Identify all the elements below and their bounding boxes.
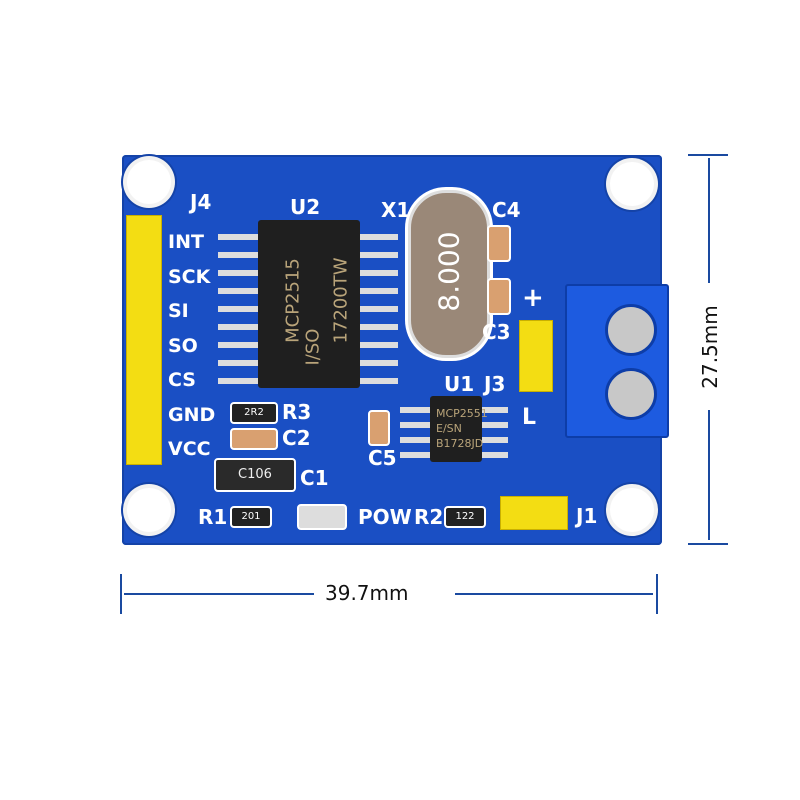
r1-resistor: 201 [230, 506, 272, 528]
u1-marking: MCP2551 [436, 407, 488, 420]
screw-icon[interactable] [605, 368, 657, 420]
pow-led [297, 504, 347, 530]
pow-label: POW [358, 505, 412, 529]
c5-capacitor [368, 410, 390, 446]
x1-label: X1 [381, 198, 411, 222]
x1-crystal: 8.000 [408, 190, 490, 358]
u2-chip: MCP2515 I/SO 17200TW [258, 220, 360, 388]
c1-label: C1 [300, 466, 329, 490]
r3-label: R3 [282, 400, 312, 424]
r2-resistor: 122 [444, 506, 486, 528]
screw-icon[interactable] [605, 304, 657, 356]
mounting-hole [127, 160, 171, 204]
c2-label: C2 [282, 426, 311, 450]
pin-label-gnd: GND [168, 403, 216, 426]
c5-label: C5 [368, 446, 397, 470]
l-label: L [522, 405, 537, 430]
mounting-hole [610, 488, 654, 532]
r3-resistor: 2R2 [230, 402, 278, 424]
pin-label-cs: CS [168, 369, 196, 391]
j1-jumper-header[interactable] [500, 496, 568, 530]
x1-marking: 8.000 [432, 231, 466, 312]
u1-marking: B1728JD [436, 437, 484, 450]
c2-capacitor [230, 428, 278, 450]
r2-label: R2 [414, 505, 444, 529]
width-dimension-line [455, 593, 653, 595]
j4-pin-header [126, 215, 162, 465]
j1-label: J1 [576, 504, 598, 528]
u2-marking: MCP2515 [282, 258, 304, 343]
pin-label-int: INT [168, 231, 204, 253]
j3-jumper-header[interactable] [519, 320, 553, 392]
u2-label: U2 [290, 195, 321, 219]
dimension-tick [120, 574, 122, 614]
j4-label: J4 [190, 190, 212, 214]
c3-capacitor [487, 278, 511, 315]
u1-marking: E/SN [436, 422, 462, 435]
height-dimension-line [708, 410, 710, 540]
u2-marking: 17200TW [330, 257, 352, 344]
c4-label: C4 [492, 198, 521, 222]
width-dimension-line [124, 593, 314, 595]
r1-label: R1 [198, 505, 228, 529]
pin-label-sck: SCK [168, 265, 211, 288]
pin-label-so: SO [168, 334, 198, 357]
c4-capacitor [487, 225, 511, 262]
u1-chip: MCP2551 E/SN B1728JD [430, 396, 488, 462]
screw-terminal-block [565, 284, 669, 438]
mounting-hole [610, 162, 654, 206]
u1-label: U1 [444, 372, 475, 396]
j3-label: J3 [484, 372, 506, 396]
height-dimension-label: 27.5mm [698, 305, 722, 389]
width-dimension-label: 39.7mm [325, 581, 409, 605]
height-dimension-line [708, 158, 710, 283]
j4-pin-labels: INT SCK SI SO CS GND VCC [168, 225, 215, 467]
pin-label-vcc: VCC [168, 438, 211, 460]
u2-marking: I/SO [302, 328, 324, 366]
dimension-tick [688, 154, 728, 156]
mounting-hole [127, 488, 171, 532]
dimension-tick [656, 574, 658, 614]
c1-capacitor: C106 [214, 458, 296, 492]
dimension-tick [688, 543, 728, 545]
c3-label: C3 [482, 320, 511, 344]
pin-label-si: SI [168, 300, 189, 322]
plus-label: + [522, 283, 544, 313]
